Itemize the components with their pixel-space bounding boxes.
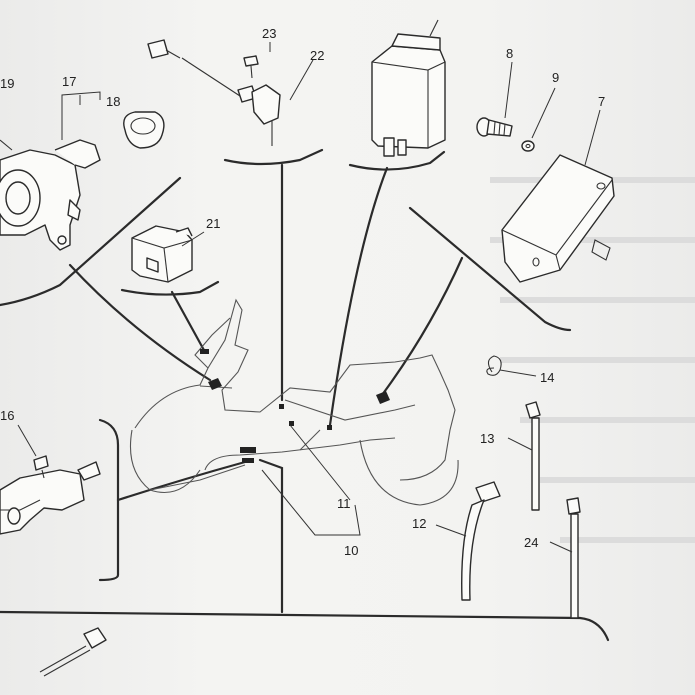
callout-9: 9 bbox=[552, 70, 559, 85]
bracket-connector-21 bbox=[120, 280, 220, 296]
relay-box-part bbox=[371, 19, 446, 157]
harness-connector-mark bbox=[242, 458, 254, 463]
clip-part-14 bbox=[486, 355, 502, 376]
callout-22: 22 bbox=[310, 48, 324, 63]
bracket-side-16 bbox=[98, 418, 120, 582]
callout-21: 21 bbox=[206, 216, 220, 231]
callout-19: 19 bbox=[0, 76, 14, 91]
cable-tie-part-12 bbox=[461, 481, 501, 601]
cap-part-18 bbox=[123, 111, 165, 149]
callout-17: 17 bbox=[62, 74, 76, 89]
leader-10 bbox=[261, 469, 361, 536]
bracket-relay bbox=[348, 150, 446, 171]
bolt-part-8 bbox=[476, 117, 513, 137]
bracket-bottom bbox=[0, 610, 610, 642]
motorcycle-outline bbox=[129, 298, 459, 506]
leader-22 bbox=[289, 59, 314, 101]
callout-23: 23 bbox=[262, 26, 276, 41]
bracket-sensor-22 bbox=[223, 148, 324, 166]
harness-connector-mark bbox=[279, 404, 284, 409]
callout-12: 12 bbox=[412, 516, 426, 531]
wire-ecu-to-bike bbox=[380, 256, 464, 397]
leader-24 bbox=[549, 541, 573, 553]
harness-connector-mark bbox=[200, 349, 209, 354]
harness-connector-mark bbox=[376, 391, 390, 404]
sensor-part-16 bbox=[0, 455, 101, 535]
callout-8: 8 bbox=[506, 46, 513, 61]
throttle-body-part bbox=[0, 139, 101, 251]
callout-18: 18 bbox=[106, 94, 120, 109]
leader-11 bbox=[289, 424, 351, 501]
harness-connector-mark bbox=[289, 421, 294, 426]
bottom-cable-part bbox=[39, 627, 107, 677]
harness-connector-mark bbox=[327, 425, 332, 430]
bracket-ecu-7 bbox=[408, 206, 572, 332]
callout-11: 11 bbox=[337, 496, 351, 511]
sensor-part-22 bbox=[147, 39, 281, 146]
callout-10: 10 bbox=[344, 543, 358, 558]
callout-14: 14 bbox=[540, 370, 554, 385]
callout-24: 24 bbox=[524, 535, 538, 550]
cable-tie-part-24 bbox=[566, 497, 581, 619]
callout-16: 16 bbox=[0, 408, 14, 423]
ecu-part-7 bbox=[501, 154, 615, 283]
leader-8 bbox=[504, 61, 513, 119]
leader-12 bbox=[435, 524, 467, 537]
cable-tie-part-13 bbox=[525, 401, 541, 511]
bracket-throttle-body bbox=[0, 176, 182, 307]
wire-relay-to-bike bbox=[328, 166, 389, 427]
wire-16-to-bike bbox=[116, 460, 247, 502]
leader-17 bbox=[61, 91, 101, 140]
wire-21-to-bike bbox=[170, 290, 207, 354]
leader-9 bbox=[531, 87, 556, 139]
callout-7: 7 bbox=[598, 94, 605, 109]
callout-13: 13 bbox=[480, 431, 494, 446]
leader-16 bbox=[17, 424, 37, 457]
leader-13 bbox=[507, 437, 533, 451]
leader-14 bbox=[499, 369, 537, 377]
washer-part-9 bbox=[521, 140, 535, 152]
leader-7 bbox=[584, 109, 601, 166]
harness-connector-mark bbox=[240, 447, 256, 453]
connector-part-21 bbox=[131, 225, 193, 283]
harness-connector-mark bbox=[208, 378, 222, 390]
wire-bottom-to-bike bbox=[258, 458, 284, 614]
leader-21 bbox=[181, 231, 205, 247]
wire-throttle-to-bike bbox=[68, 263, 212, 382]
